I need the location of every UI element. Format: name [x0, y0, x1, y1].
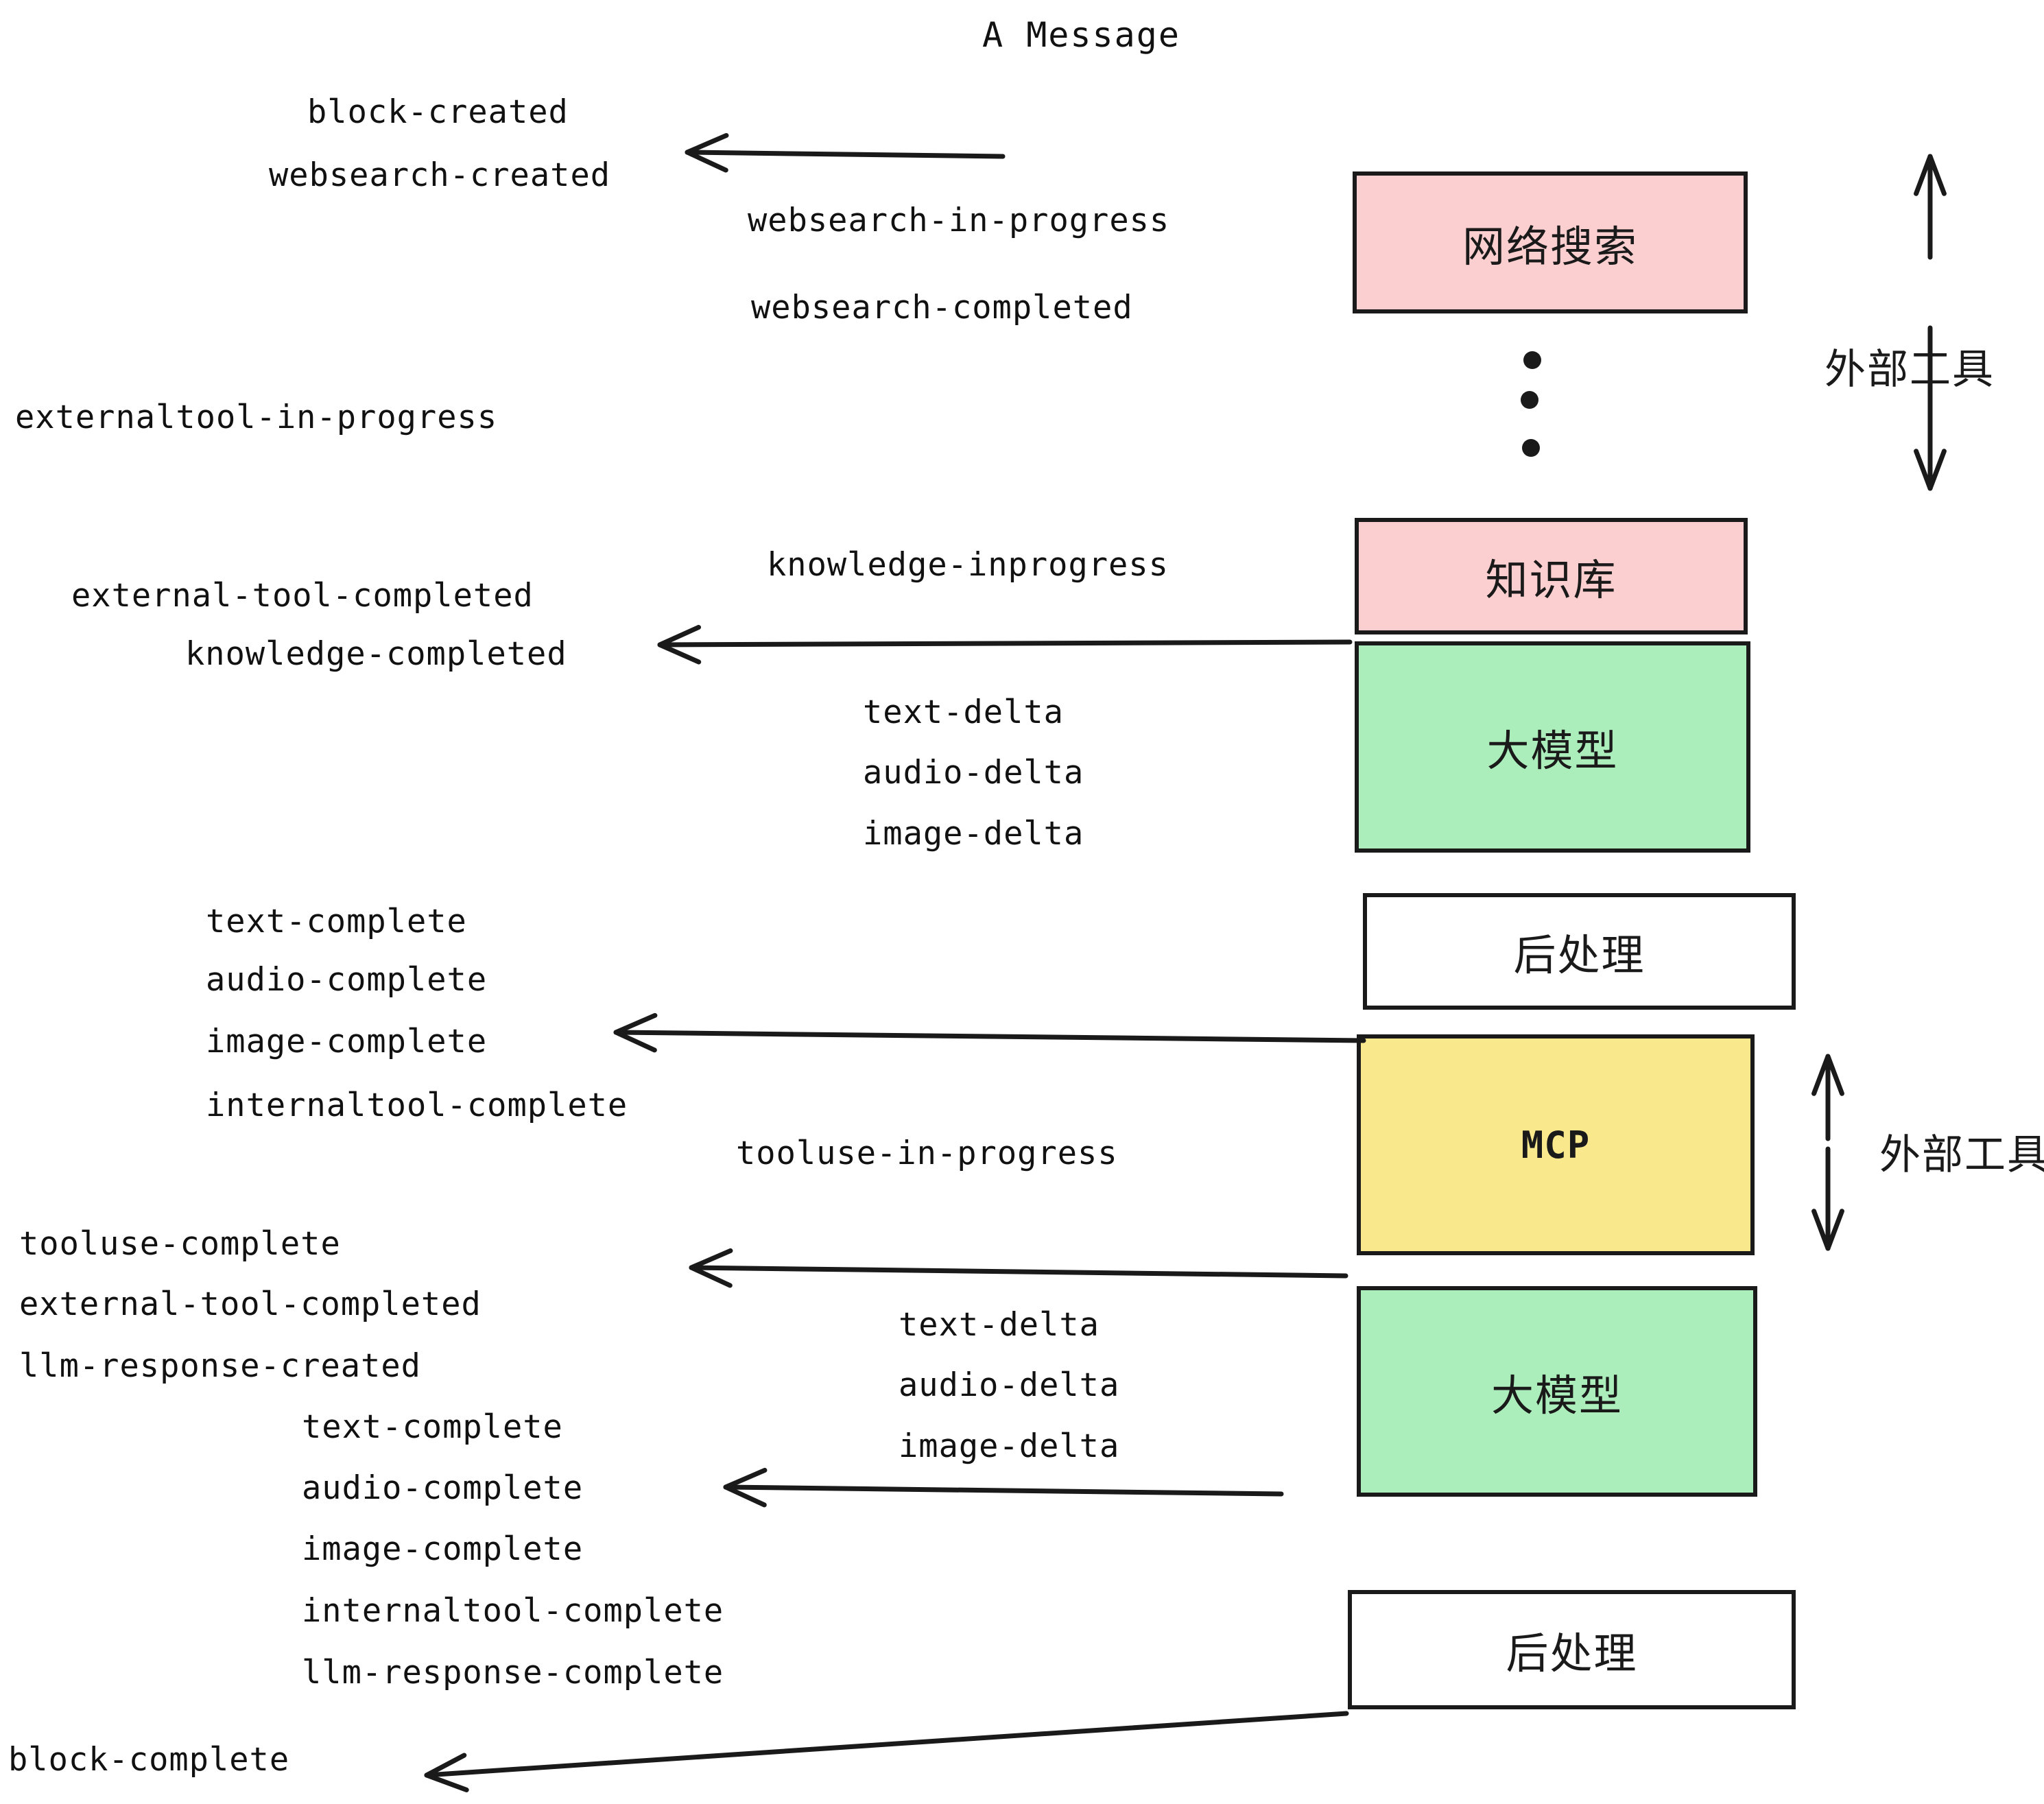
component-box-label: 大模型	[1490, 1370, 1623, 1421]
component-box-6: 后处理	[1348, 1590, 1796, 1709]
event-label: text-complete	[206, 903, 467, 940]
external-tool-up-arrow-bottom-head	[1811, 1054, 1844, 1096]
event-label: audio-complete	[302, 1469, 584, 1507]
external-tool-side-label: 外部工具	[1879, 1131, 2044, 1179]
arrow-tooluse-complete-line	[689, 1265, 1348, 1279]
diagram-title: A Message	[982, 15, 1180, 55]
arrow-image-complete-line	[613, 1030, 1366, 1043]
external-tool-down-arrow-top-head	[1914, 449, 1947, 491]
component-box-1: 知识库	[1355, 518, 1748, 634]
event-label: external-tool-completed	[19, 1285, 482, 1323]
arrow-image-complete-head	[613, 1012, 658, 1053]
arrow-knowledge-completed-line	[657, 639, 1353, 648]
event-label: external-tool-completed	[71, 577, 534, 615]
arrow-audio-complete-line	[723, 1484, 1284, 1497]
external-tool-side-label: 外部工具	[1825, 346, 1995, 394]
event-label: knowledge-completed	[185, 635, 567, 673]
event-label: image-delta	[899, 1427, 1120, 1465]
event-label: audio-delta	[863, 754, 1084, 792]
component-box-label: 后处理	[1513, 930, 1645, 980]
event-label: block-created	[307, 93, 569, 131]
event-label: internaltool-complete	[206, 1087, 628, 1124]
arrow-block-created-line	[685, 150, 1006, 159]
event-label: image-complete	[206, 1023, 488, 1060]
event-label: externaltool-in-progress	[15, 399, 498, 436]
component-box-5: 大模型	[1357, 1286, 1757, 1497]
component-box-label: 后处理	[1506, 1628, 1638, 1678]
ellipsis-dot-1	[1521, 391, 1538, 409]
event-label: text-delta	[863, 693, 1064, 731]
event-label: image-delta	[863, 815, 1084, 853]
event-label: text-complete	[302, 1408, 563, 1446]
event-label: audio-complete	[206, 961, 488, 999]
event-label: websearch-completed	[751, 289, 1133, 327]
component-box-3: 后处理	[1363, 893, 1796, 1010]
event-label: llm-response-created	[19, 1347, 421, 1385]
event-label: internaltool-complete	[302, 1592, 724, 1630]
event-label: block-complete	[8, 1741, 290, 1779]
arrow-block-created-head	[685, 132, 729, 173]
arrow-block-complete-head	[424, 1753, 469, 1792]
component-box-2: 大模型	[1355, 641, 1750, 853]
ellipsis-dot-0	[1523, 351, 1541, 369]
external-tool-down-arrow-bottom-head	[1811, 1209, 1844, 1251]
arrow-tooluse-complete-head	[689, 1248, 733, 1288]
event-label: audio-delta	[899, 1366, 1120, 1404]
event-label: text-delta	[899, 1306, 1100, 1344]
event-label: image-complete	[302, 1530, 584, 1568]
component-box-label: 知识库	[1485, 555, 1617, 605]
arrow-knowledge-completed-head	[657, 624, 702, 665]
external-tool-up-arrow-top-head	[1914, 154, 1947, 196]
event-label: tooluse-complete	[19, 1225, 341, 1263]
ellipsis-dot-2	[1522, 439, 1540, 457]
event-label: tooluse-in-progress	[736, 1135, 1118, 1172]
component-box-label: 大模型	[1486, 726, 1619, 776]
arrow-block-complete-line	[424, 1711, 1349, 1778]
event-label: knowledge-inprogress	[767, 546, 1169, 584]
component-box-0: 网络搜索	[1353, 171, 1748, 313]
event-label: websearch-created	[269, 156, 611, 194]
event-label: llm-response-complete	[302, 1654, 724, 1692]
component-box-label: 网络搜索	[1462, 221, 1638, 272]
arrow-audio-complete-head	[723, 1467, 768, 1508]
event-label: websearch-in-progress	[748, 202, 1170, 239]
component-box-label: MCP	[1521, 1123, 1591, 1167]
component-box-4: MCP	[1357, 1034, 1755, 1255]
